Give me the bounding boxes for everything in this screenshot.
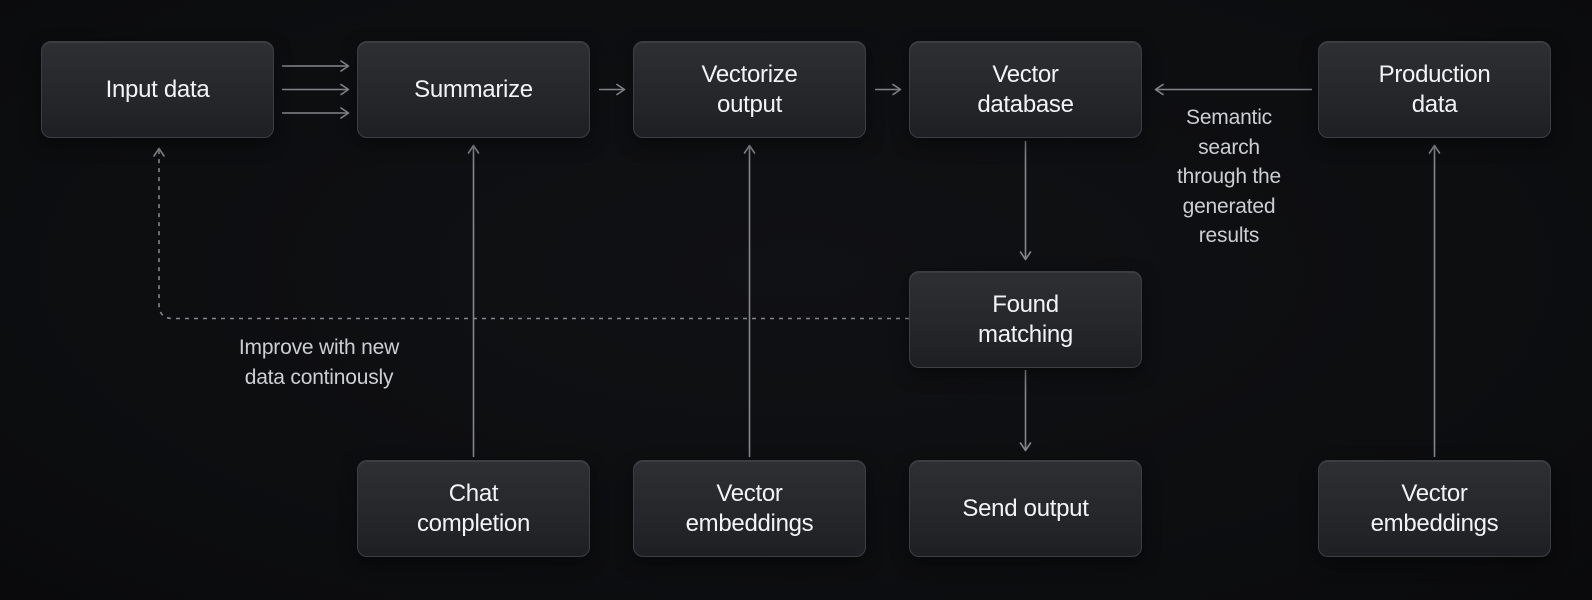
node-vectorize-output: Vectorize output bbox=[633, 41, 866, 138]
node-production-data-label: Production data bbox=[1378, 60, 1491, 118]
node-send-output: Send output bbox=[909, 460, 1142, 557]
node-chat-completion-label: Chat completion bbox=[416, 479, 531, 537]
arrow-found-matching-to-input-data-feedback bbox=[153, 147, 909, 320]
node-vectorize-output-label: Vectorize output bbox=[701, 60, 798, 118]
node-input-data: Input data bbox=[41, 41, 274, 138]
node-vector-embeddings-left-label: Vector embeddings bbox=[685, 479, 814, 537]
node-input-data-label: Input data bbox=[105, 75, 210, 103]
edge-label-improve-with-new-data: Improve with new data continously bbox=[238, 336, 400, 389]
node-summarize: Summarize bbox=[357, 41, 590, 138]
node-vector-embeddings-right: Vector embeddings bbox=[1318, 460, 1551, 557]
node-vector-database: Vector database bbox=[909, 41, 1142, 138]
node-production-data: Production data bbox=[1318, 41, 1551, 138]
node-chat-completion: Chat completion bbox=[357, 460, 590, 557]
node-vector-embeddings-left: Vector embeddings bbox=[633, 460, 866, 557]
node-found-matching: Found matching bbox=[909, 271, 1142, 368]
edge-label-semantic-search: Semantic search through the generated re… bbox=[1176, 106, 1282, 247]
node-found-matching-label: Found matching bbox=[978, 290, 1073, 348]
arrow-input-data-to-summarize bbox=[282, 60, 350, 119]
node-vector-database-label: Vector database bbox=[977, 60, 1074, 118]
node-summarize-label: Summarize bbox=[414, 75, 533, 103]
node-send-output-label: Send output bbox=[962, 494, 1089, 522]
node-vector-embeddings-right-label: Vector embeddings bbox=[1370, 479, 1499, 537]
